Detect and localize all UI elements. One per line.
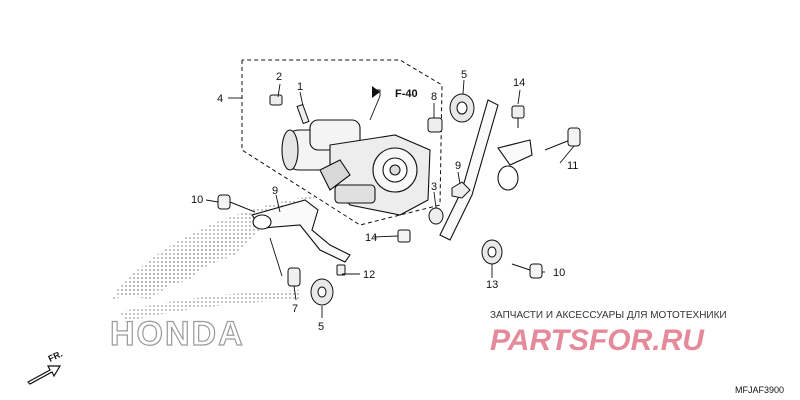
callout-3: 3 (431, 181, 437, 193)
callout-6: 7 (292, 303, 298, 315)
callout-14-lower: 14 (365, 232, 377, 244)
shift-motor-assembly (281, 119, 431, 216)
callout-10-left: 10 (191, 194, 203, 206)
bolt-14-lower (397, 229, 411, 243)
bolt-10-left (217, 194, 256, 213)
grommet-5-lower (310, 278, 334, 306)
shop-watermark: ЗАПЧАСТИ И АКСЕССУАРЫ ДЛЯ МОТОТЕХНИКИ PA… (490, 310, 727, 357)
bracket-9 (251, 199, 351, 263)
direction-indicator: FR. (27, 349, 64, 385)
callout-9: 9 (272, 185, 278, 197)
collar-6 (287, 267, 301, 287)
watermark-tagline: ЗАПЧАСТИ И АКСЕССУАРЫ ДЛЯ МОТОТЕХНИКИ (490, 310, 727, 321)
bolt-10-right (511, 263, 543, 279)
callout-5-top: 5 (461, 69, 467, 81)
reference-f40: F-40 (372, 86, 418, 100)
collar-3 (428, 207, 444, 225)
bolt-1 (296, 103, 310, 125)
nut-2 (269, 94, 283, 106)
callout-1: 1 (297, 81, 303, 93)
callout-13: 13 (486, 279, 498, 291)
bolt-11 (544, 127, 581, 151)
callouts: 4 2 1 8 5 14 11 9 3 14 10 9 7 5 12 13 10 (191, 69, 578, 333)
callout-5-lower: 5 (318, 321, 324, 333)
callout-7: 8 (431, 91, 437, 103)
grommet-13 (481, 239, 503, 265)
diagram-code: MFJAF3900 (735, 385, 784, 395)
grommet-5-top (449, 93, 475, 123)
bolt-14-top (511, 105, 525, 128)
callout-4: 4 (217, 93, 223, 105)
callout-8: 9 (455, 160, 461, 172)
screw-12 (336, 264, 346, 276)
callout-11: 11 (567, 160, 578, 172)
leader-lines (205, 79, 575, 318)
honda-logo-text: HONDA (110, 315, 245, 353)
callout-2: 2 (276, 71, 282, 83)
watermark-brand: PARTSFOR.RU (490, 324, 705, 357)
direction-label: FR. (47, 349, 64, 364)
callout-10-right: 10 (553, 267, 565, 279)
collar-7 (427, 117, 443, 133)
callout-12: 12 (363, 269, 375, 281)
callout-14-top: 14 (513, 77, 525, 89)
reference-label: F-40 (395, 88, 418, 100)
grommet-8 (451, 181, 471, 199)
stay-bracket (439, 99, 533, 241)
